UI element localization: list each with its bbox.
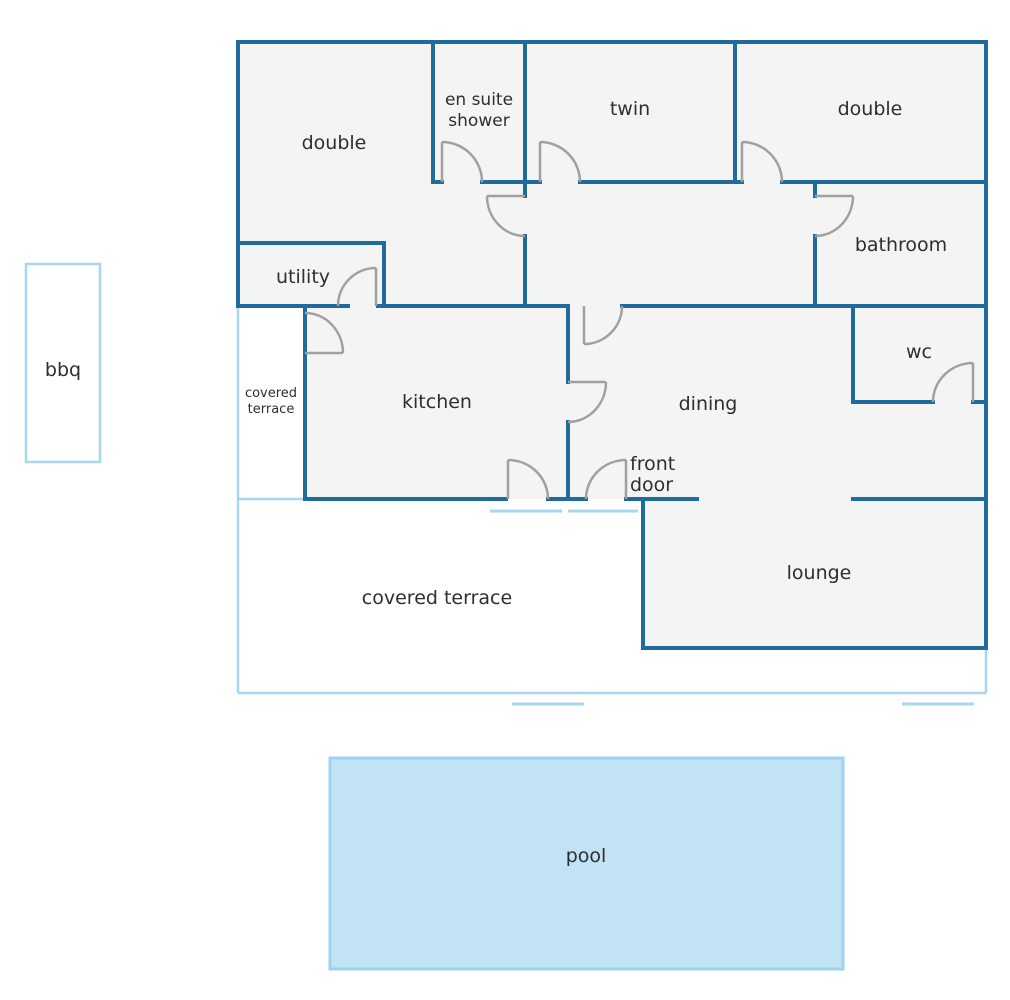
label-front-door-line2: door — [630, 474, 673, 496]
door-kitchen-terrace — [506, 458, 550, 500]
label-twin: twin — [610, 98, 650, 120]
label-lounge: lounge — [787, 562, 852, 584]
label-en-suite-line2: shower — [448, 111, 509, 131]
label-kitchen: kitchen — [402, 391, 472, 413]
label-bathroom: bathroom — [855, 234, 947, 256]
door-twin — [538, 140, 582, 183]
door-side-terrace — [304, 311, 345, 355]
label-en-suite-line1: en suite — [445, 90, 513, 110]
label-side-terrace-line1: covered — [245, 386, 297, 401]
door-bathroom — [814, 194, 855, 238]
label-utility: utility — [276, 266, 330, 288]
doors — [304, 140, 975, 500]
pool — [328, 756, 845, 971]
walls — [236, 40, 988, 650]
label-covered-terrace: covered terrace — [362, 587, 512, 609]
door-wc — [931, 361, 975, 403]
label-wc: wc — [906, 341, 932, 363]
label-side-terrace-line2: terrace — [248, 402, 295, 417]
label-double-right: double — [838, 98, 903, 120]
bbq-outline — [24, 262, 102, 464]
door-utility — [336, 266, 378, 307]
label-front-door-line1: front — [630, 453, 675, 475]
outdoor-outlines — [24, 262, 988, 695]
door-double-left — [485, 194, 526, 238]
door-kitchen-dining — [567, 380, 608, 424]
label-dining: dining — [679, 393, 738, 415]
door-hall-dining — [582, 305, 624, 346]
door-double-right — [740, 140, 784, 183]
label-pool: pool — [566, 845, 607, 867]
label-bbq: bbq — [45, 359, 81, 381]
label-double-left: double — [302, 132, 367, 154]
room-labels: double en suite shower twin double bathr… — [45, 90, 947, 867]
door-en-suite — [440, 140, 484, 183]
door-front — [584, 458, 628, 500]
windows — [490, 509, 974, 706]
